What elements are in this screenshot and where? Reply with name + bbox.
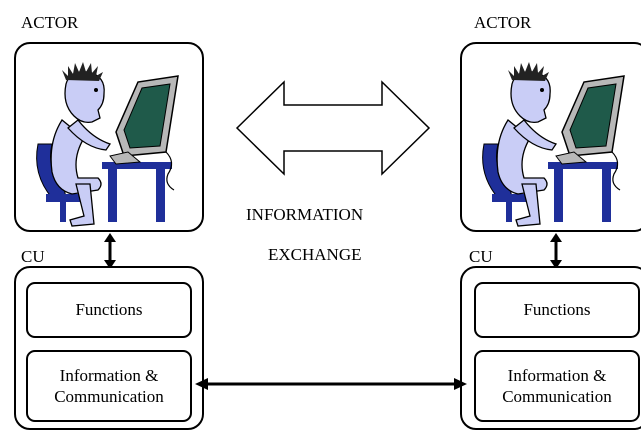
info-line2-right: Communication (502, 387, 612, 406)
actor-label-right: ACTOR (474, 13, 532, 32)
info-comm-box-right: Information & Communication (474, 350, 640, 422)
info-line2-left: Communication (54, 387, 164, 406)
functions-label-left: Functions (75, 300, 143, 319)
functions-box-right: Functions (474, 282, 640, 338)
info-line1-right: Information & (507, 365, 607, 385)
actor-frame-left (14, 42, 204, 232)
person-at-computer-icon (36, 62, 179, 227)
exchange-line2: EXCHANGE (268, 245, 362, 264)
info-line1-left: Information & (59, 365, 159, 385)
actor-frame-right (460, 42, 641, 232)
person-at-computer-icon (482, 62, 625, 227)
cu-label-left: CU (21, 247, 45, 266)
exchange-line1: INFORMATION (246, 205, 364, 224)
cu-label-right: CU (469, 247, 493, 266)
actor-label-left: ACTOR (21, 13, 79, 32)
info-comm-box-left: Information & Communication (26, 350, 192, 422)
functions-box-left: Functions (26, 282, 192, 338)
functions-label-right: Functions (523, 300, 591, 319)
